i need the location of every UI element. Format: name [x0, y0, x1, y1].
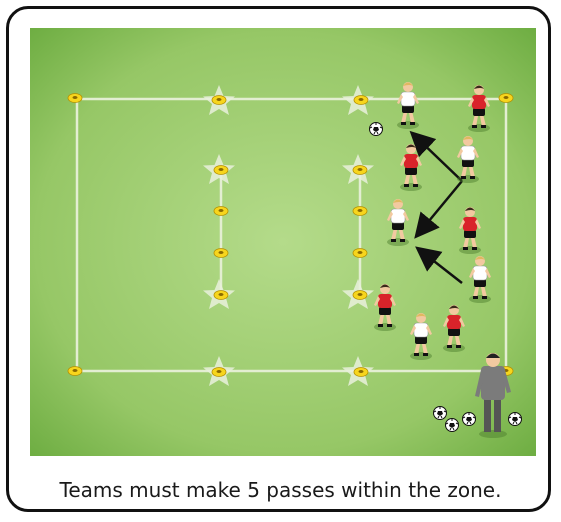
cone-icon	[353, 95, 369, 105]
cone-icon	[352, 165, 368, 175]
ball-icon	[433, 406, 447, 420]
ball-icon	[462, 412, 476, 426]
cone-icon	[213, 206, 229, 216]
cone-icon	[213, 248, 229, 258]
cone-icon	[353, 367, 369, 377]
pass-arrow-icon	[414, 180, 463, 239]
cone-icon	[211, 367, 227, 377]
ball-icon	[508, 412, 522, 426]
cone-icon	[67, 366, 83, 376]
cone-icon	[213, 165, 229, 175]
ball-icon	[369, 122, 383, 136]
diagram-caption: Teams must make 5 passes within the zone…	[59, 478, 502, 502]
coach-icon	[475, 353, 511, 438]
cone-icon	[67, 93, 83, 103]
cone-icon	[211, 95, 227, 105]
cone-icon	[352, 290, 368, 300]
cone-icon	[498, 93, 514, 103]
pass-arrow-icon	[409, 130, 463, 182]
cone-icon	[213, 290, 229, 300]
field-lines	[75, 97, 508, 373]
pass-arrow-icon	[415, 246, 463, 284]
cone-icon	[352, 248, 368, 258]
grass-field	[30, 28, 536, 456]
cone-icon	[352, 206, 368, 216]
ball-icon	[445, 418, 459, 432]
pass-arrows	[409, 130, 463, 284]
